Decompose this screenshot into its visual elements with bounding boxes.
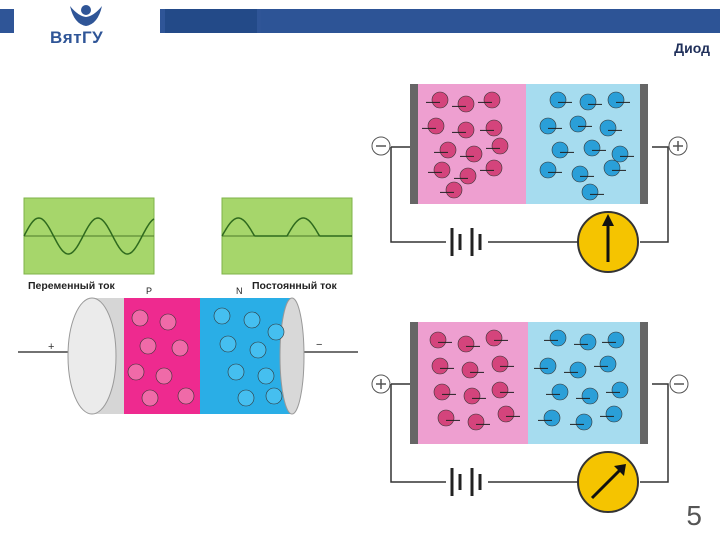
electron-particle xyxy=(569,115,587,133)
hole-particle xyxy=(483,91,501,109)
p-label: P xyxy=(146,286,152,296)
diode-cylinder xyxy=(18,297,358,415)
electron-particle xyxy=(579,333,597,351)
hole-particle xyxy=(141,389,159,407)
electron-particle xyxy=(267,323,285,341)
hole-particle xyxy=(485,159,503,177)
hole-particle xyxy=(159,313,177,331)
hole-particle xyxy=(465,145,483,163)
hole-particle xyxy=(139,337,157,355)
hole-particle xyxy=(429,331,447,349)
electron-particle xyxy=(599,119,617,137)
electron-particle xyxy=(579,93,597,111)
electron-particle xyxy=(551,141,569,159)
electron-particle xyxy=(237,389,255,407)
electron-particle xyxy=(249,341,267,359)
hole-particle xyxy=(457,95,475,113)
electron-particle xyxy=(543,409,561,427)
hole-particle xyxy=(485,329,503,347)
logo-text: ВятГУ xyxy=(50,28,104,47)
ammeter-icon xyxy=(577,211,639,273)
hole-particle xyxy=(431,91,449,109)
battery-icon xyxy=(450,468,482,496)
hole-particle xyxy=(437,409,455,427)
cylinder-plus-sign: + xyxy=(48,341,54,353)
hole-particle xyxy=(131,309,149,327)
electron-particle xyxy=(575,413,593,431)
electron-particle xyxy=(607,91,625,109)
circuit-reverse-bias xyxy=(371,84,688,273)
electron-particle xyxy=(265,387,283,405)
dc-caption: Постоянный ток xyxy=(252,280,338,292)
header-bar-segment xyxy=(165,9,257,33)
ac-graph xyxy=(23,197,155,275)
electron-particle xyxy=(551,383,569,401)
hole-particle xyxy=(433,161,451,179)
cylinder-minus-sign: − xyxy=(316,339,322,351)
electron-particle xyxy=(213,307,231,325)
logo-emblem-icon xyxy=(70,5,102,26)
hole-particle xyxy=(491,137,509,155)
hole-particle xyxy=(427,117,445,135)
electron-particle xyxy=(611,381,629,399)
electron-particle xyxy=(549,91,567,109)
electron-particle xyxy=(257,367,275,385)
electron-particle xyxy=(539,161,557,179)
ac-caption: Переменный ток xyxy=(28,280,116,292)
hole-particle xyxy=(497,405,515,423)
electron-particle xyxy=(219,335,237,353)
electron-particle xyxy=(539,357,557,375)
ammeter-icon xyxy=(577,451,639,513)
electron-particle xyxy=(583,139,601,157)
page-number: 5 xyxy=(686,500,702,531)
electron-particle xyxy=(607,331,625,349)
electron-particle xyxy=(611,145,629,163)
battery-icon xyxy=(450,228,482,256)
electron-particle xyxy=(581,387,599,405)
hole-particle xyxy=(177,387,195,405)
electron-particle xyxy=(599,355,617,373)
electron-particle xyxy=(539,117,557,135)
electron-particle xyxy=(581,183,599,201)
electron-particle xyxy=(603,159,621,177)
dc-graph xyxy=(221,197,353,275)
hole-particle xyxy=(459,167,477,185)
electron-particle xyxy=(605,405,623,423)
hole-particle xyxy=(445,181,463,199)
electron-particle xyxy=(227,363,245,381)
slide-title: Диод xyxy=(674,40,710,56)
hole-particle xyxy=(457,121,475,139)
hole-particle xyxy=(155,367,173,385)
n-label: N xyxy=(236,286,243,296)
hole-particle xyxy=(433,383,451,401)
hole-particle xyxy=(431,357,449,375)
hole-particle xyxy=(463,387,481,405)
electron-particle xyxy=(569,361,587,379)
hole-particle xyxy=(171,339,189,357)
hole-particle xyxy=(491,381,509,399)
electron-particle xyxy=(243,311,261,329)
hole-particle xyxy=(467,413,485,431)
hole-particle xyxy=(127,363,145,381)
hole-particle xyxy=(439,141,457,159)
hole-particle xyxy=(485,119,503,137)
hole-particle xyxy=(461,361,479,379)
electron-particle xyxy=(549,329,567,347)
circuit-forward-bias xyxy=(371,322,689,513)
logo xyxy=(14,0,160,50)
hole-particle xyxy=(457,335,475,353)
electron-particle xyxy=(571,165,589,183)
hole-particle xyxy=(491,355,509,373)
header-bar-segment xyxy=(261,9,720,33)
